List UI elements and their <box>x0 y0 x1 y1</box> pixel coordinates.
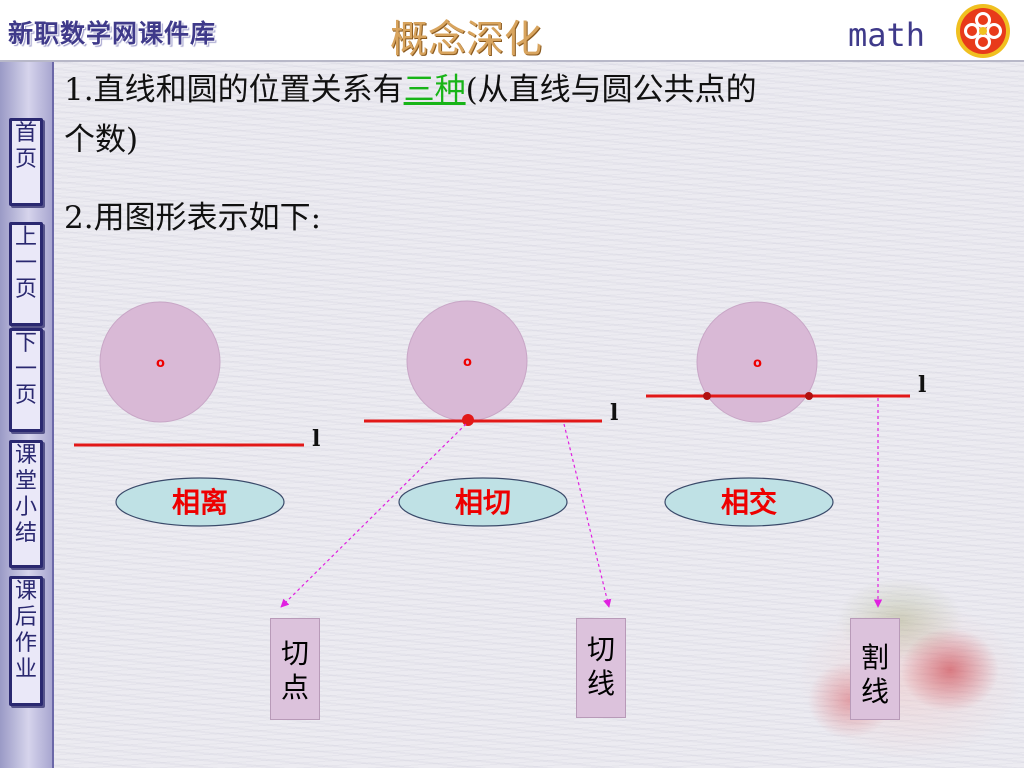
nav-summary-button[interactable]: 课 堂 小 结 <box>9 440 43 568</box>
arrow-to-tangent-point <box>280 423 467 608</box>
nav-next-button[interactable]: 下 一 页 <box>9 328 43 432</box>
oval-separate <box>115 477 285 527</box>
circle-separate <box>99 301 221 423</box>
section-title: 概念深化 <box>390 17 543 61</box>
term-tangent-line: 切 线 <box>576 618 626 718</box>
site-title: 新职数学网课件库 <box>8 19 217 48</box>
statement-line-1: 1.直线和圆的位置关系有三种(从直线与圆公共点的 <box>64 64 757 109</box>
term-tangent-point: 切 点 <box>270 618 320 720</box>
intersection-point-left <box>703 392 711 400</box>
circle-intersect <box>696 301 818 423</box>
center-label-intersect: o <box>753 356 762 371</box>
nav-home-button[interactable]: 首 页 <box>9 118 43 206</box>
label-tangent: 相切 <box>455 486 511 519</box>
nav-homework-button[interactable]: 课 后 作 业 <box>9 576 43 706</box>
red-lattice-flower-logo-icon <box>956 4 1010 58</box>
line-label-separate: l <box>312 426 320 452</box>
line-label-intersect: l <box>918 372 926 398</box>
arrow-to-tangent-line <box>563 423 612 608</box>
center-label-tangent: o <box>463 355 472 370</box>
slide-header: 新职数学网课件库 概念深化 math <box>0 0 1024 62</box>
statement-suffix: (从直线与圆公共点的 <box>465 72 757 108</box>
highlight-three-kinds: 三种 <box>403 72 466 108</box>
statement-line-2: 2.用图形表示如下: <box>64 200 322 236</box>
tangent-point-dot <box>462 414 474 426</box>
intersection-point-right <box>805 392 813 400</box>
statement-line-1-continued: 个数) <box>64 122 139 158</box>
statement-prefix: 1.直线和圆的位置关系有 <box>64 72 404 108</box>
oval-tangent <box>398 477 568 527</box>
oval-intersect <box>664 477 834 527</box>
label-intersect: 相交 <box>721 486 777 519</box>
left-nav-rail: 首 页 上 一 页 下 一 页 课 堂 小 结 课 后 作 业 <box>0 62 54 768</box>
label-separate: 相离 <box>172 486 228 519</box>
term-secant: 割 线 <box>850 618 900 720</box>
brand-text: math <box>848 16 926 54</box>
nav-prev-button[interactable]: 上 一 页 <box>9 222 43 326</box>
line-label-tangent: l <box>610 400 618 426</box>
center-label-separate: o <box>156 356 165 371</box>
